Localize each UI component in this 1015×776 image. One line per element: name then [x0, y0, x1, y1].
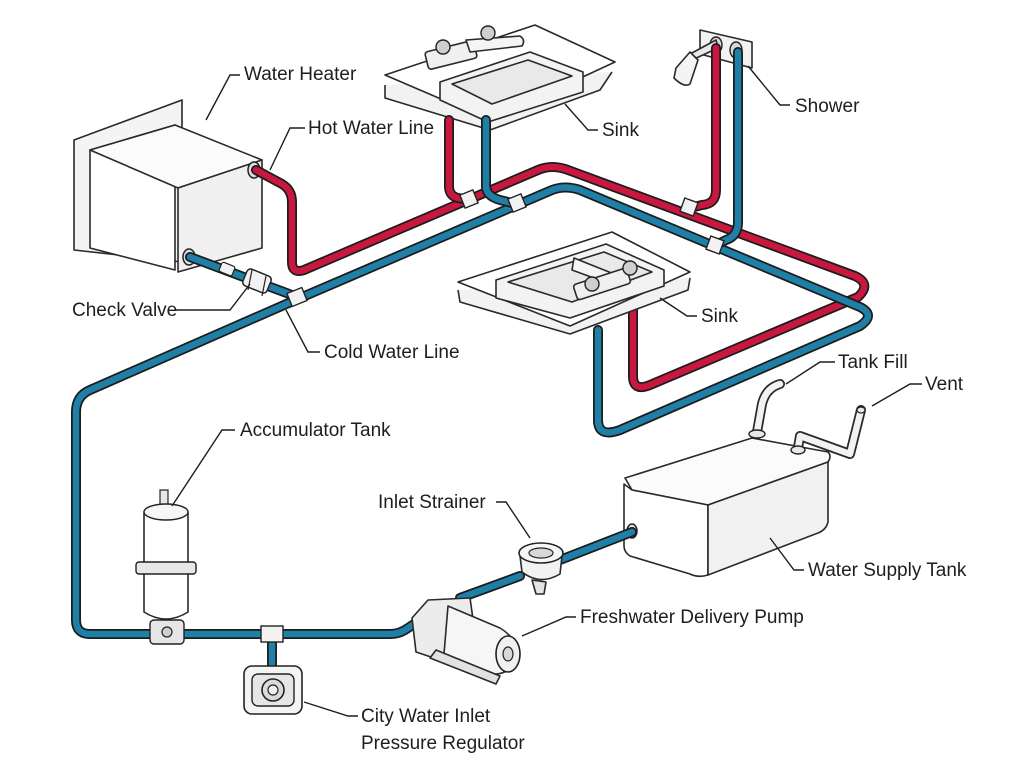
- water-heater-side-face: [177, 159, 263, 273]
- water-supply-tank-side: [707, 461, 829, 576]
- water-heater: [73, 99, 263, 273]
- label-sink-top: Sink: [602, 120, 639, 141]
- label-sink-middle: Sink: [701, 306, 738, 327]
- sink-middle: [457, 231, 691, 335]
- label-accumulator-tank: Accumulator Tank: [240, 420, 391, 441]
- sink-top-faucet-spout: [465, 35, 525, 53]
- pipe-fittings: [260, 188, 725, 643]
- tank-fill-pipe: [748, 379, 785, 439]
- label-water-supply-tank: Water Supply Tank: [808, 560, 967, 581]
- label-tank-fill: Tank Fill: [838, 352, 908, 373]
- label-pressure-regulator: Pressure Regulator: [361, 733, 525, 754]
- shower-head: [673, 51, 699, 86]
- inlet-strainer: [518, 542, 564, 595]
- check-valve: [218, 261, 272, 297]
- vent-pipe: [790, 405, 866, 459]
- label-hot-water-line: Hot Water Line: [308, 118, 434, 139]
- water-supply-tank: [623, 437, 831, 578]
- label-city-water-inlet: City Water Inlet: [361, 706, 491, 727]
- accumulator-tank: [135, 489, 197, 645]
- label-freshwater-delivery-pump: Freshwater Delivery Pump: [580, 607, 804, 628]
- sink-top: [384, 24, 616, 131]
- label-water-heater: Water Heater: [244, 64, 357, 85]
- label-vent: Vent: [925, 374, 964, 395]
- label-inlet-strainer: Inlet Strainer: [378, 492, 486, 513]
- label-check-valve: Check Valve: [72, 300, 177, 321]
- hot-water-line: [251, 43, 870, 393]
- cold-water-line: [71, 47, 873, 673]
- label-shower: Shower: [795, 96, 860, 117]
- city-water-inlet: [243, 665, 303, 715]
- label-cold-water-line: Cold Water Line: [324, 342, 460, 363]
- labels: Water Heater Hot Water Line Sink Shower …: [72, 64, 967, 754]
- leader-lines: [171, 65, 922, 717]
- water-supply-tank-front: [623, 483, 709, 578]
- freshwater-delivery-pump: [411, 597, 521, 685]
